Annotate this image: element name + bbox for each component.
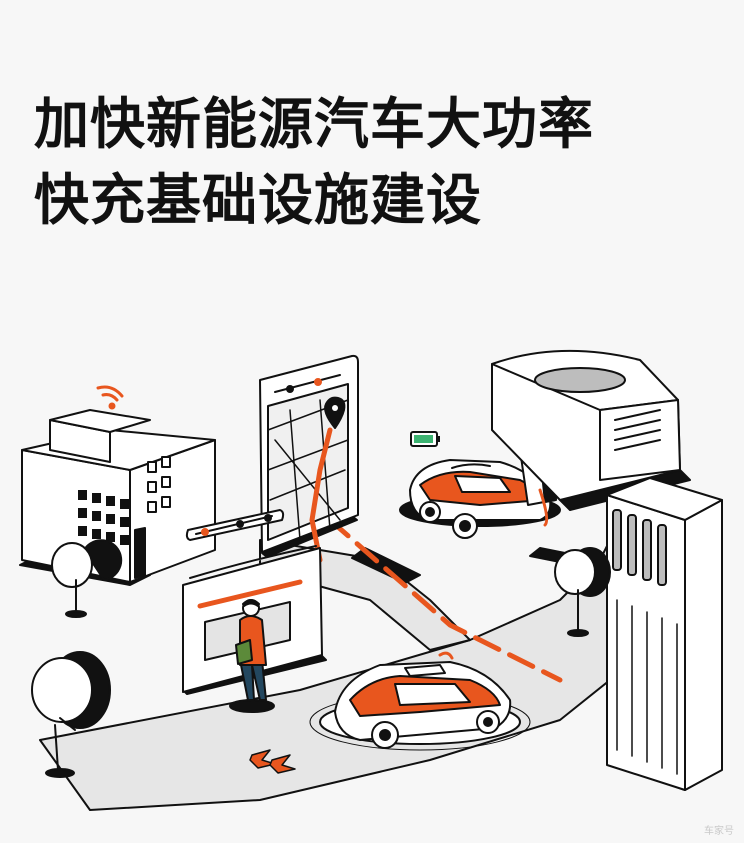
- watermark: 车家号: [704, 826, 734, 837]
- headline-line-1: 加快新能源汽车大功率: [34, 92, 595, 156]
- city-illustration: [19, 349, 723, 811]
- pedestrian: [229, 599, 275, 713]
- autonomous-car: [309, 651, 531, 751]
- phone-map: [259, 354, 359, 563]
- charging-car: [399, 459, 561, 539]
- headline-line-2: 快充基础设施建设: [34, 168, 483, 232]
- route-line: [327, 477, 563, 683]
- tree: [554, 547, 611, 637]
- battery-icon: [410, 431, 440, 447]
- headline: 加快新能源汽车大功率 快充基础设施建设: [34, 86, 594, 238]
- map-pin-icon: [324, 396, 346, 429]
- tower: [606, 477, 723, 791]
- wifi-signal-icon: [96, 385, 124, 410]
- tree: [31, 651, 111, 778]
- tree: [51, 539, 123, 618]
- route-sign: [185, 509, 285, 541]
- route-arrows-icon: [249, 749, 296, 774]
